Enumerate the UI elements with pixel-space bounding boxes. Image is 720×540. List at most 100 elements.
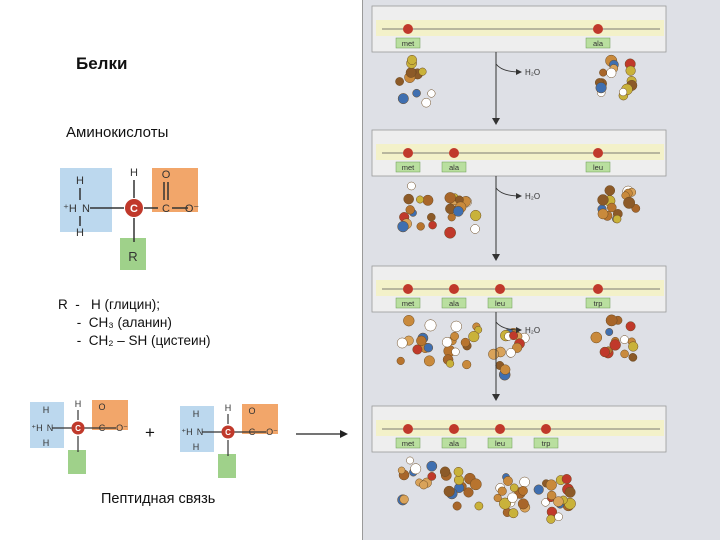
residue-label-ala: ala [449, 439, 460, 448]
residue-leu-atom [488, 348, 500, 360]
incoming-ala-atom [625, 65, 636, 76]
reaction-arrow [296, 430, 348, 438]
peptide-row-2-band [376, 144, 664, 160]
residue-leu-atom [507, 492, 518, 503]
residue-ala-atom [453, 466, 464, 477]
residue-met-atom [423, 355, 435, 367]
water-label: H₂O [525, 68, 540, 77]
residue-ala-atom [446, 359, 455, 368]
residue-leu-atom [497, 486, 507, 496]
svg-text:O⁻: O⁻ [185, 203, 200, 215]
residue-leu-atom [500, 364, 511, 375]
svg-text:C: C [99, 423, 106, 433]
peptide-row-4-residue-tag [441, 437, 467, 449]
peptide-row-4-alpha-carbon [449, 424, 459, 434]
residue-met-atom [410, 463, 422, 475]
residue-trp-atom [541, 498, 550, 507]
incoming-ala-atom [595, 82, 607, 94]
incoming-leu-atom [607, 202, 617, 213]
svg-text:N: N [82, 203, 90, 215]
incoming-trp-atom [609, 339, 621, 351]
residue-label-trp: trp [594, 299, 603, 308]
peptide-row-2-incoming-tag [585, 161, 611, 173]
residue-trp-atom [546, 514, 556, 524]
incoming-trp-atom [605, 314, 618, 327]
residue-ala-atom [453, 474, 465, 486]
residue-met-atom [427, 472, 437, 481]
peptide-row-2-alpha-carbon [449, 148, 459, 158]
residue-met-atom [416, 222, 425, 231]
residue-trp-atom [545, 479, 557, 491]
residue-met-atom [419, 480, 429, 490]
residue-met-atom [403, 193, 414, 205]
residue-met-atom [399, 494, 409, 505]
residue-ala-atom [463, 487, 474, 498]
residue-met-atom [427, 89, 436, 98]
svg-text:H: H [193, 409, 200, 419]
svg-text:C: C [75, 424, 81, 433]
residue-trp-atom [547, 490, 557, 501]
carboxyl-group-box [152, 168, 198, 212]
residue-leu-atom [493, 493, 502, 503]
residue-label-met: met [402, 39, 415, 48]
incoming-trp-atom [605, 328, 614, 336]
residue-leu-atom [519, 476, 530, 488]
plus-sign: + [145, 423, 155, 442]
residue-label-leu: leu [593, 163, 603, 172]
residue-met-atom [406, 456, 414, 465]
residue-met-atom [428, 220, 437, 230]
incoming-trp-atom [628, 353, 637, 362]
peptide-row-2-incoming-carbon [593, 148, 603, 158]
incoming-trp-atom [628, 341, 639, 352]
peptide-row-2-residue-tag [395, 161, 421, 173]
svg-text:O⁻: O⁻ [116, 423, 128, 433]
svg-text:H: H [43, 405, 50, 415]
residue-ala-atom [452, 501, 462, 511]
peptide-row-4-band [376, 420, 664, 436]
svg-text:O: O [162, 169, 171, 181]
residue-trp-atom [533, 484, 544, 495]
residue-met-atom [397, 466, 406, 475]
peptide-row-1-incoming-carbon [593, 24, 603, 34]
residue-leu-atom [508, 508, 519, 519]
residue-leu-atom [506, 348, 516, 358]
incoming-leu-atom [597, 194, 609, 206]
residue-label-leu: leu [495, 439, 505, 448]
residue-met-atom [423, 343, 434, 353]
water-label: H₂O [525, 326, 540, 335]
residue-ala-atom [452, 205, 464, 217]
incoming-leu-atom [597, 208, 609, 220]
amino-acids-heading: Аминокислоты [66, 124, 169, 141]
residue-met-atom [403, 315, 415, 327]
incoming-ala-atom [619, 88, 628, 97]
incoming-trp-atom [625, 321, 636, 332]
residue-met-atom [421, 97, 431, 108]
incoming-trp-atom [620, 349, 629, 359]
residue-met-atom [396, 356, 405, 365]
svg-text:O: O [248, 406, 255, 416]
residue-met-atom [397, 220, 409, 233]
peptide-row-3-alpha-carbon [449, 284, 459, 294]
residue-met-atom [397, 93, 409, 105]
side-chain-glycine: R - H (глицин); [58, 297, 161, 312]
peptide-row-3-residue-tag [441, 297, 467, 309]
incoming-ala-atom [599, 68, 608, 77]
residue-label-ala: ala [593, 39, 604, 48]
residue-ala-atom [444, 192, 456, 204]
residue-met-atom [427, 212, 436, 222]
peptide-row-3-incoming-tag [585, 297, 611, 309]
residue-label-trp: trp [542, 439, 551, 448]
peptide-bond-caption: Пептидная связь [101, 491, 216, 507]
svg-text:C: C [249, 427, 256, 437]
svg-text:O⁻: O⁻ [266, 427, 278, 437]
residue-ala-atom [444, 226, 456, 239]
peptide-row-3-incoming-carbon [593, 284, 603, 294]
svg-text:H: H [76, 227, 84, 239]
peptide-row-1-residue-tag [395, 37, 421, 49]
residue-ala-atom [469, 478, 482, 491]
residue-met-atom [407, 54, 417, 65]
residue-ala-atom [470, 224, 480, 234]
peptide-row-3-band [376, 280, 664, 296]
peptide-row-2-residue-tag [441, 161, 467, 173]
svg-text:O: O [98, 402, 105, 412]
